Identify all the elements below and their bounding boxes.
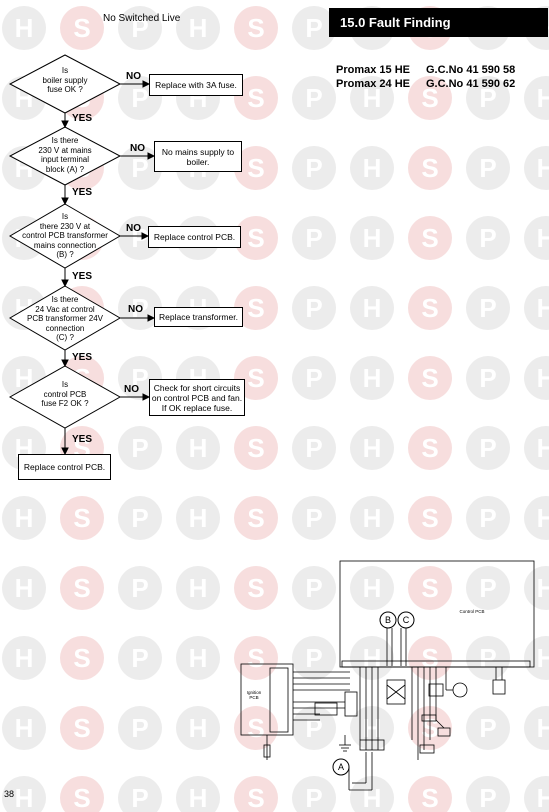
action-box-3: Replace control PCB.	[148, 226, 241, 248]
air-flow-switch-symbol	[428, 683, 444, 697]
gas-valve-symbol	[344, 691, 358, 717]
no-label-5: NO	[124, 384, 139, 395]
yes-label-3: YES	[72, 271, 93, 282]
yes-label-1: YES	[72, 113, 93, 124]
on-off-switch-symbol	[492, 679, 506, 695]
yes-label-5: YES	[72, 434, 93, 445]
control-pcb-board	[339, 560, 535, 668]
flowchart-graphics	[8, 54, 156, 456]
control-pcb-label: Control PCB	[459, 609, 485, 614]
model-gc-1: G.C.No 41 590 58	[426, 64, 516, 76]
yes-label-4: YES	[72, 352, 93, 363]
meter-b	[379, 611, 397, 629]
meter-c-label: C	[403, 615, 410, 625]
transformer-symbol	[386, 679, 406, 705]
final-action-box: Replace control PCB.	[18, 454, 111, 480]
model-name-2: Promax 24 HE	[336, 78, 410, 90]
section-title: 15.0 Fault Finding	[329, 8, 548, 37]
action-box-4: Replace transformer.	[154, 307, 243, 327]
thermistor-symbol	[421, 714, 437, 722]
meter-c	[397, 611, 415, 629]
no-label-1: NO	[126, 71, 141, 82]
condensate-trap-symbol	[314, 702, 338, 716]
no-label-3: NO	[126, 223, 141, 234]
flow-stat-symbol	[437, 727, 451, 737]
meter-b-label: B	[385, 615, 391, 625]
meter-a-label: A	[338, 762, 344, 772]
meter-a	[332, 758, 350, 776]
fan-symbol	[452, 682, 468, 698]
action-box-1: Replace with 3A fuse.	[149, 74, 243, 96]
no-label-4: NO	[128, 304, 143, 315]
top-left-note: No Switched Live	[103, 13, 181, 24]
yes-label-2: YES	[72, 187, 93, 198]
model-name-1: Promax 15 HE	[336, 64, 410, 76]
overheat-stat-symbol	[419, 744, 435, 754]
page-number: 38	[4, 789, 15, 799]
ignition-pcb-label: Ignition PCB	[246, 690, 262, 700]
model-gc-2: G.C.No 41 590 62	[426, 78, 516, 90]
no-label-2: NO	[130, 143, 145, 154]
